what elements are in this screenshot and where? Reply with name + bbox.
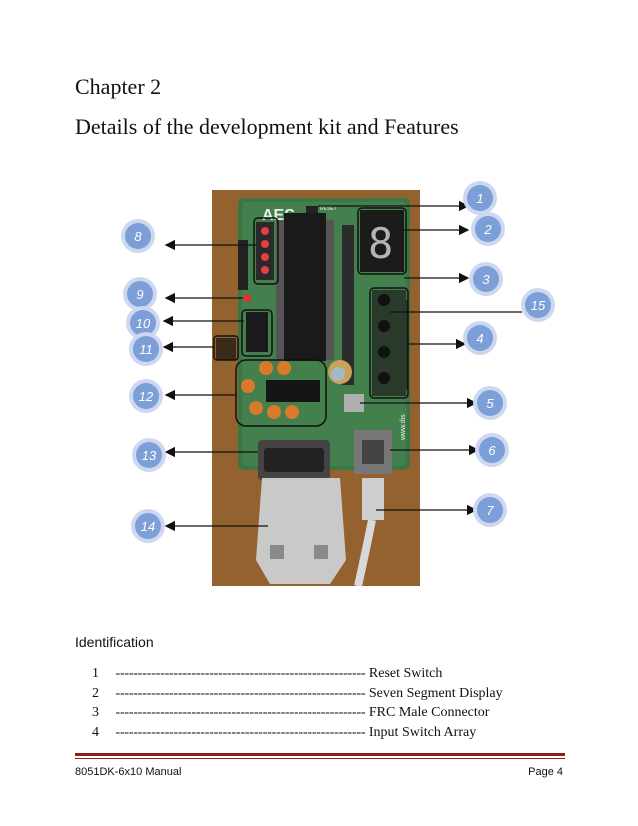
svg-text:12: 12: [139, 389, 154, 404]
callout-11: 11: [129, 332, 163, 366]
list-item: 3 --------------------------------------…: [92, 705, 490, 720]
callout-15: 15: [521, 288, 555, 322]
callout-2: 2: [471, 212, 505, 246]
svg-text:2: 2: [483, 222, 492, 237]
serial-cable-plug: [256, 478, 346, 584]
callout-9: 9: [123, 277, 157, 311]
callout-7: 7: [473, 493, 507, 527]
callout-14: 14: [131, 509, 165, 543]
callout-4: 4: [463, 321, 497, 355]
microcontroller-chip: [284, 213, 326, 361]
svg-text:1: 1: [476, 191, 483, 206]
power-led: [243, 294, 251, 302]
power-switch: [344, 394, 364, 412]
page-title: Details of the development kit and Featu…: [75, 114, 459, 139]
svg-text:11: 11: [139, 342, 153, 357]
callout-10: 10: [126, 306, 160, 340]
svg-text:14: 14: [141, 519, 155, 534]
identification-list: 1 --------------------------------------…: [92, 664, 503, 742]
svg-text:6: 6: [488, 443, 496, 458]
regulator: [246, 312, 268, 352]
svg-text:5: 5: [486, 396, 494, 411]
led-array: [256, 222, 274, 280]
callout-13: 13: [132, 438, 166, 472]
input-switch-array: [372, 290, 406, 396]
serial-chip: [266, 380, 320, 402]
svg-text:15: 15: [531, 298, 546, 313]
callout-8: 8: [121, 219, 155, 253]
svg-text:3: 3: [482, 272, 490, 287]
list-item: 1 --------------------------------------…: [92, 666, 443, 681]
svg-text:7: 7: [486, 503, 494, 518]
svg-text:8: 8: [368, 219, 393, 268]
board-reset-label: RESET: [320, 206, 337, 212]
footer-manual-name: 8051DK-6x10 Manual: [75, 766, 182, 778]
callout-5: 5: [473, 386, 507, 420]
seven-segment-display: [360, 210, 404, 272]
callout-12: 12: [129, 379, 163, 413]
callout-6: 6: [475, 433, 509, 467]
footer-page-number: Page 4: [528, 766, 563, 778]
svg-text:9: 9: [136, 287, 143, 302]
svg-text:13: 13: [142, 448, 157, 463]
footer-rule: [75, 753, 565, 756]
svg-text:4: 4: [476, 331, 483, 346]
footer-rule-thin: [75, 758, 565, 759]
svg-text:8: 8: [134, 229, 142, 244]
list-item: 2 --------------------------------------…: [92, 685, 503, 701]
dev-kit-figure: AES RESET 8 www.dis: [121, 181, 555, 587]
chapter-heading: Chapter 2: [75, 74, 162, 99]
callout-3: 3: [469, 262, 503, 296]
board-url: www.dis: [400, 414, 407, 441]
identification-heading: Identification: [75, 634, 154, 650]
callout-1: 1: [463, 181, 497, 215]
svg-text:10: 10: [136, 316, 151, 331]
usb-cable-plug: [362, 478, 384, 520]
list-item: 4 --------------------------------------…: [92, 724, 477, 740]
